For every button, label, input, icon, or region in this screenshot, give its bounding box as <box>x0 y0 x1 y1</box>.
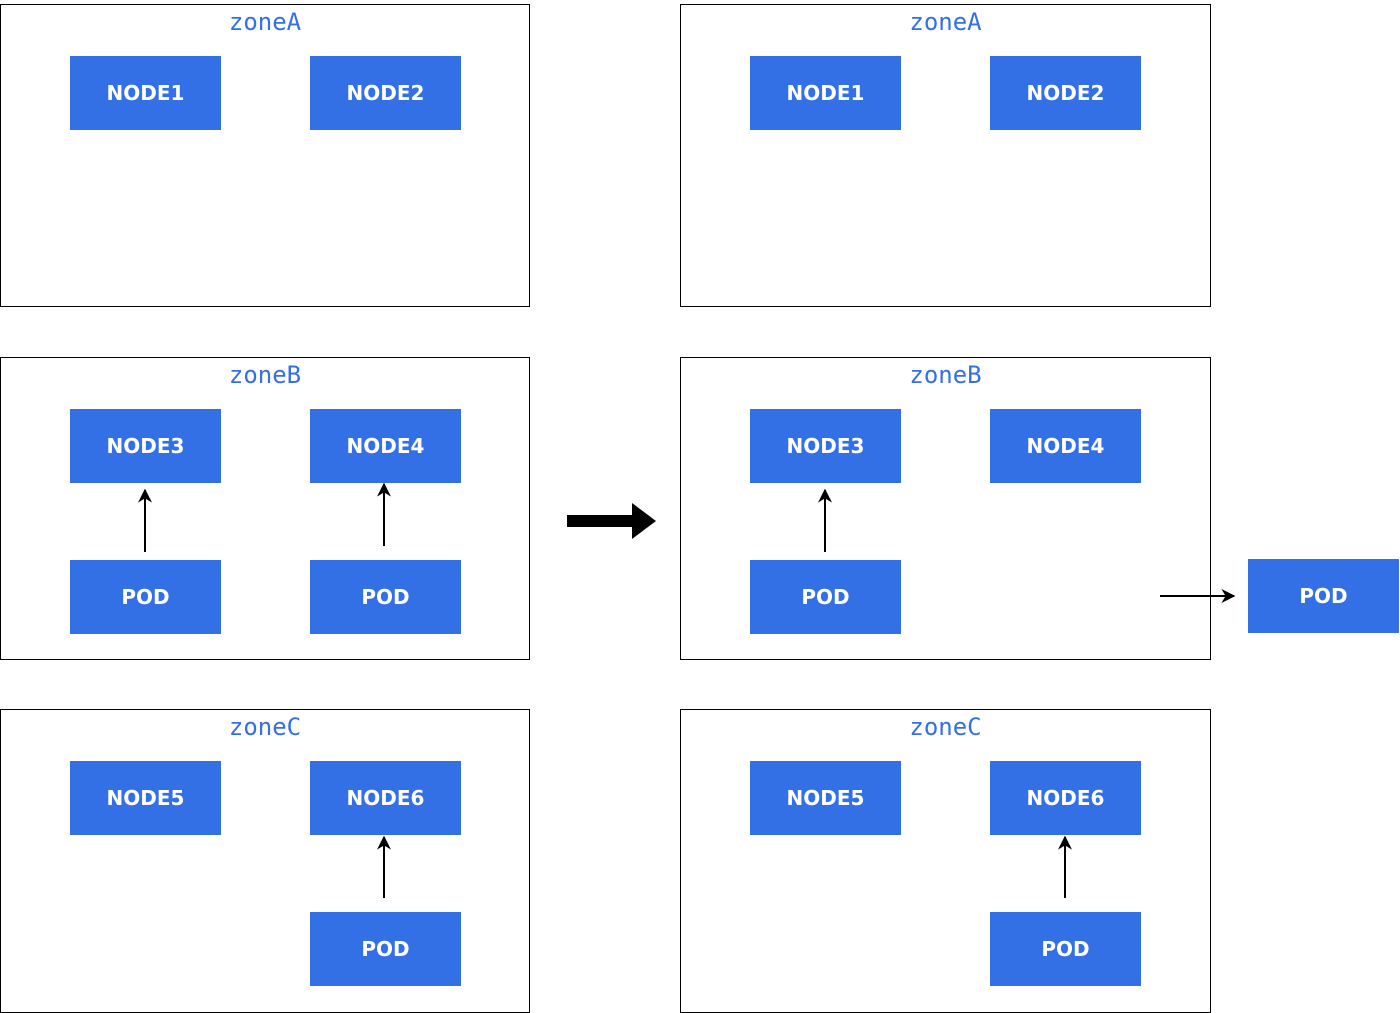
node-box: NODE1 <box>750 56 901 130</box>
node-box: NODE2 <box>310 56 461 130</box>
node-box: NODE5 <box>750 761 901 835</box>
pod-box: POD <box>990 912 1141 986</box>
node-box: NODE6 <box>310 761 461 835</box>
node-box: NODE6 <box>990 761 1141 835</box>
node-box: NODE5 <box>70 761 221 835</box>
pod-box: POD <box>310 912 461 986</box>
zone-title: zoneB <box>228 361 302 389</box>
pod-box: POD <box>750 560 901 634</box>
node-box: NODE3 <box>750 409 901 483</box>
left-zone-a: zoneA NODE1 NODE2 <box>0 4 530 307</box>
pod-box: POD <box>70 560 221 634</box>
right-zone-c: zoneC NODE5 NODE6 POD <box>680 709 1211 1013</box>
zone-title: zoneB <box>909 361 982 389</box>
left-zone-c: zoneC NODE5 NODE6 POD <box>0 709 530 1013</box>
node-box: NODE4 <box>310 409 461 483</box>
zone-title: zoneA <box>228 8 302 36</box>
right-zone-a: zoneA NODE1 NODE2 <box>680 4 1211 307</box>
right-zone-b: zoneB NODE3 NODE4 POD <box>680 357 1211 660</box>
node-box: NODE2 <box>990 56 1141 130</box>
zone-title: zoneC <box>909 713 982 741</box>
transition-arrow <box>567 503 656 539</box>
pod-box: POD <box>310 560 461 634</box>
left-zone-b: zoneB NODE3 NODE4 POD POD <box>0 357 530 660</box>
node-box: NODE1 <box>70 56 221 130</box>
node-box: NODE4 <box>990 409 1141 483</box>
zone-title: zoneA <box>909 8 982 36</box>
evicted-pod-box: POD <box>1248 559 1399 633</box>
zone-title: zoneC <box>228 713 302 741</box>
node-box: NODE3 <box>70 409 221 483</box>
